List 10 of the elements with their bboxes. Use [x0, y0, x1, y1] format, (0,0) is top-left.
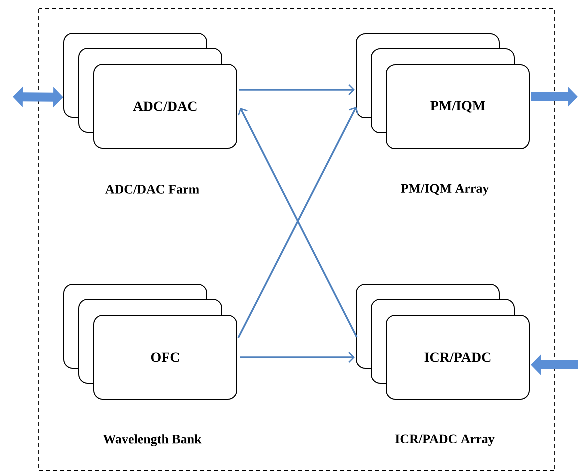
node-label: ICR/PADC Array: [396, 434, 495, 446]
stacked-box: ADC/DAC: [64, 33, 238, 149]
node-label: PM/IQM Array: [401, 184, 490, 196]
node-label: Wavelength Bank: [103, 434, 202, 446]
stacked-box: ICR/PADC: [356, 284, 530, 400]
stacked-box: PM/IQM: [356, 34, 530, 150]
node-label: ADC/DAC Farm: [106, 185, 200, 194]
arrow: [240, 352, 355, 363]
stacked-box: OFC: [64, 284, 238, 400]
arrow: [240, 84, 355, 96]
